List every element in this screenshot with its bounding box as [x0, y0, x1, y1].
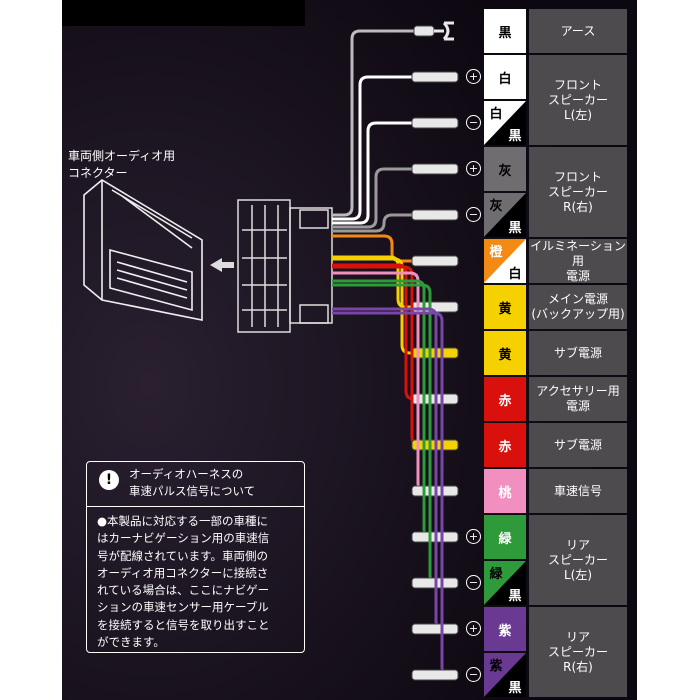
arrow-left-icon [210, 258, 234, 272]
wire-color-label: 紫 [489, 658, 503, 674]
minus-terminal-icon: − [466, 207, 481, 222]
terminal-icon [411, 255, 459, 267]
wire [332, 209, 459, 233]
terminal-icon [413, 25, 435, 37]
wire-color-cell: 橙白 [484, 239, 526, 283]
wiring-diagram: 車両側オーディオ用 コネクター 黒白+白黒−灰+灰黒−橙白黄黄赤赤桃緑+緑黒−紫… [62, 0, 637, 700]
wire-color-label: 黄 [498, 347, 512, 363]
wire-color-cell: 緑黒 [484, 561, 526, 605]
wire-color-cell: 黄 [484, 285, 526, 329]
wire-color-label: 紫 [498, 623, 512, 639]
wire-function-cell: アクセサリー用 電源 [529, 377, 627, 421]
minus-terminal-icon: − [466, 115, 481, 130]
wire-color-label: 灰 [489, 198, 503, 214]
minus-terminal-icon: − [466, 667, 481, 682]
wire-color-label: 桃 [498, 485, 512, 501]
ground-fork-icon [434, 21, 454, 41]
terminal-icon [411, 71, 459, 83]
plus-terminal-icon: + [466, 621, 481, 636]
note-title: オーディオハーネスの 車速パルス信号について [129, 467, 256, 498]
wire-color-cell: 紫 [484, 607, 526, 651]
wire-function-cell: アース [529, 9, 627, 53]
wire-function-cell: 車速信号 [529, 469, 627, 513]
stripe-triangle [484, 653, 526, 697]
wire-color-cell: 白黒 [484, 101, 526, 145]
wire-function-cell: フロント スピーカー R(右) [529, 147, 627, 237]
wire-color-label: 橙 [489, 244, 503, 260]
wires-layer [332, 21, 459, 681]
connector-label: 車両側オーディオ用 コネクター [68, 149, 176, 180]
wire-color-label: 黄 [498, 301, 512, 317]
wire [332, 117, 459, 225]
wire-color-label: 緑 [498, 531, 512, 547]
terminal-icon [411, 163, 459, 175]
wire-color-label: 赤 [498, 439, 512, 455]
terminal-icon [411, 623, 459, 635]
wire-color-cell: 紫黒 [484, 653, 526, 697]
terminal-icon [411, 669, 459, 681]
wire-color-label: 緑 [489, 566, 503, 582]
stripe-triangle [484, 101, 526, 145]
stripe-triangle [484, 239, 526, 283]
plus-terminal-icon: + [466, 161, 481, 176]
wire [332, 311, 459, 681]
wire-stripe-label: 黒 [508, 680, 522, 696]
wire-stripe-label: 黒 [508, 220, 522, 236]
wire-color-cell: 白 [484, 55, 526, 99]
terminal-icon [411, 117, 459, 129]
wire [332, 163, 459, 229]
vehicle-connector-icon [83, 179, 203, 321]
stripe-triangle [484, 193, 526, 237]
wire-color-cell: 赤 [484, 423, 526, 467]
wire-function-cell: フロント スピーカー L(左) [529, 55, 627, 145]
plus-terminal-icon: + [466, 529, 481, 544]
wire-function-cell: イルミネーション用 電源 [529, 238, 627, 283]
wire-color-label: 灰 [498, 163, 512, 179]
wire-color-label: 赤 [498, 393, 512, 409]
wire-function-cell: サブ電源 [529, 331, 627, 375]
wire-function-cell: サブ電源 [529, 423, 627, 467]
wire [332, 71, 459, 221]
plus-terminal-icon: + [466, 69, 481, 84]
wire-function-cell: メイン電源 (バックアップ用) [529, 285, 627, 329]
note-header: ! オーディオハーネスの 車速パルス信号について [87, 462, 304, 507]
stripe-triangle [484, 561, 526, 605]
wire-color-label: 白 [489, 106, 503, 122]
wire-stripe-label: 黒 [508, 128, 522, 144]
wire-color-cell: 灰黒 [484, 193, 526, 237]
wire-function-cell: リア スピーカー L(左) [529, 515, 627, 605]
note-body: ●本製品に対応する一部の車種に はカーナビゲーション用の車速信 号が配線されてい… [97, 514, 270, 650]
wire-stripe-label: 白 [508, 266, 522, 282]
top-bar [62, 0, 305, 26]
wire [332, 21, 454, 217]
wire-color-cell: 緑 [484, 515, 526, 559]
wire-color-cell: 桃 [484, 469, 526, 513]
wire-color-cell: 灰 [484, 147, 526, 191]
minus-terminal-icon: − [466, 575, 481, 590]
wire-color-cell: 赤 [484, 377, 526, 421]
wire-color-cell: 黒 [484, 9, 526, 53]
wire-color-cell: 黄 [484, 331, 526, 375]
wire-function-cell: リア スピーカー R(右) [529, 607, 627, 697]
wire-color-label: 黒 [498, 25, 512, 41]
note-box: ! オーディオハーネスの 車速パルス信号について ●本製品に対応する一部の車種に… [86, 461, 305, 653]
wire-color-label: 白 [498, 71, 512, 87]
wire-stripe-label: 黒 [508, 588, 522, 604]
terminal-icon [411, 209, 459, 221]
exclamation-icon: ! [99, 470, 119, 490]
